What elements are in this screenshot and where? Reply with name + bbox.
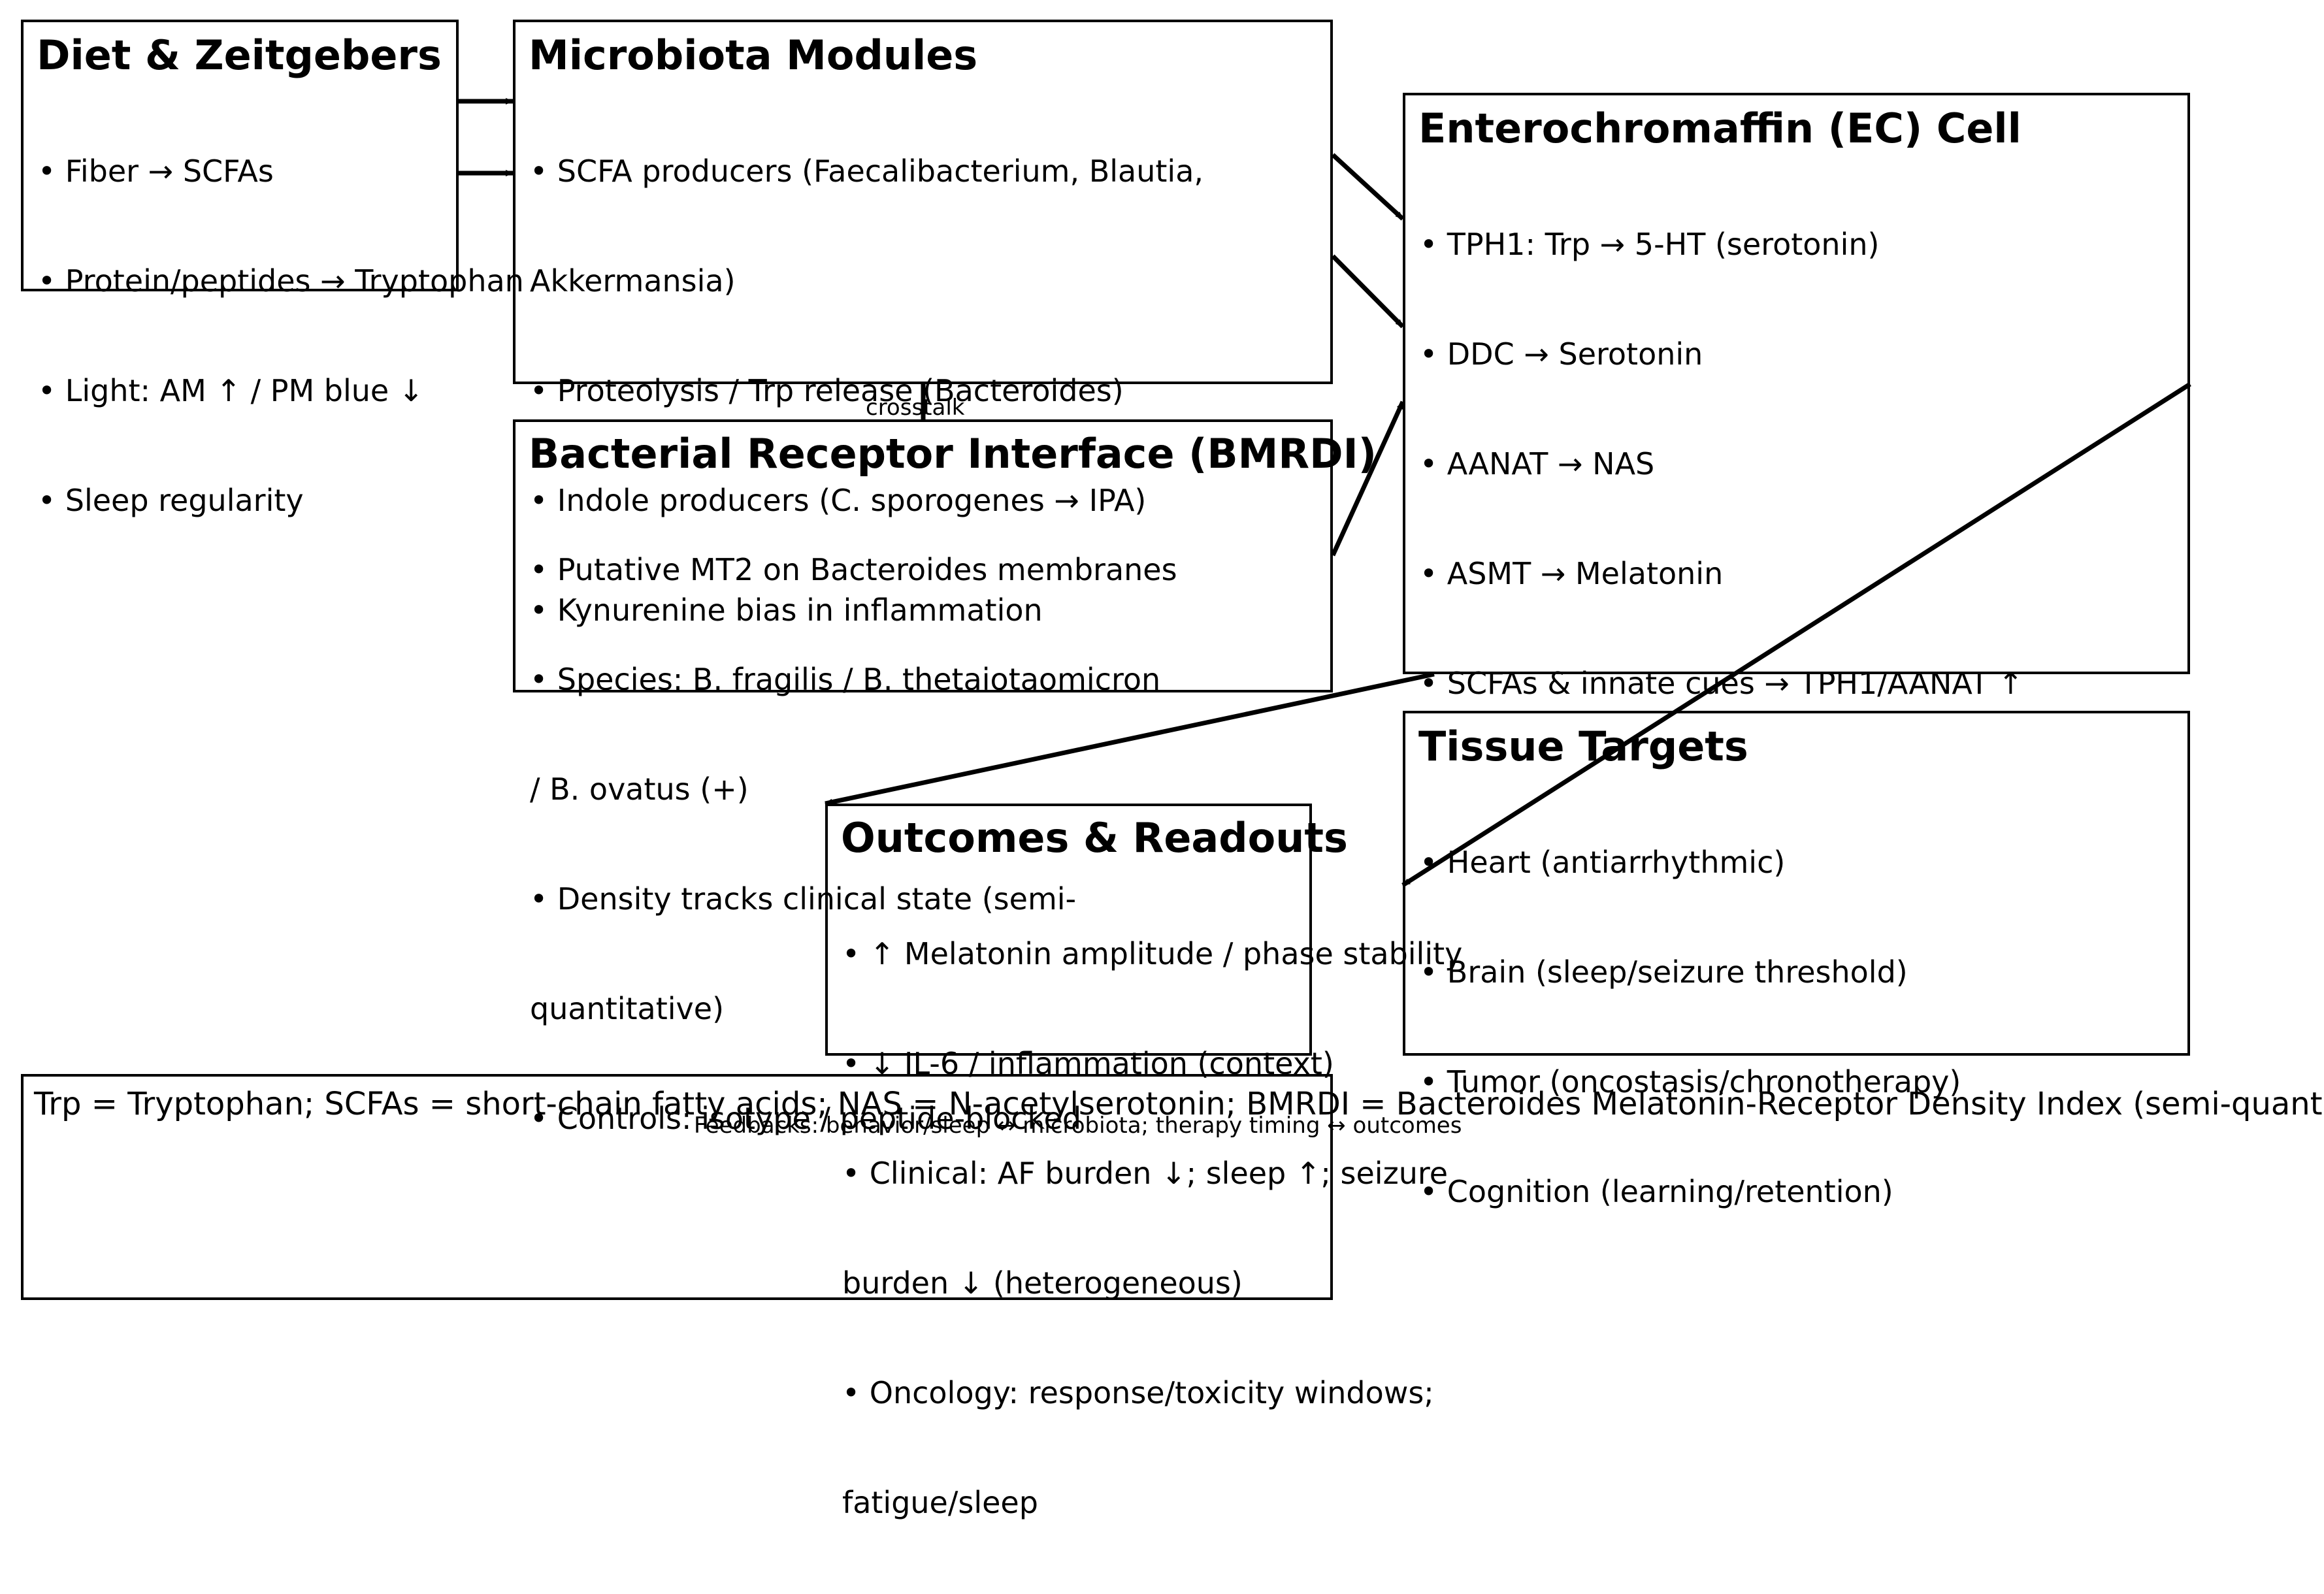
microbiota-line-3: • Proteolysis / Trp release (Bacteroides… — [530, 373, 1124, 408]
feedbacks-note: Feedbacks: behavior/sleep ↔ microbiota; … — [694, 1113, 1462, 1139]
diet-line-1: • Fiber → SCFAs — [38, 154, 274, 189]
legend-box — [21, 1074, 1333, 1300]
tissue-line-2: • Brain (sleep/seizure threshold) — [1420, 954, 1908, 990]
microbiota-modules-title: Microbiota Modules — [529, 31, 978, 79]
arrow-microbiota-to-ec-2 — [1331, 254, 1405, 329]
outcomes-line-3: • Clinical: AF burden ↓; sleep ↑; seizur… — [842, 1156, 1448, 1191]
bmrdi-line-5: quantitative) — [530, 991, 725, 1026]
arrow-ec-to-outcomes — [825, 672, 1435, 806]
tissue-line-1: • Heart (antiarrhythmic) — [1420, 845, 1786, 880]
bmrdi-list: • Putative MT2 on Bacteroides membranes … — [530, 478, 1177, 1210]
outcomes-line-5: • Oncology: response/toxicity windows; — [842, 1375, 1434, 1410]
ec-cell-box: Enterochromaffin (EC) Cell • TPH1: Trp →… — [1403, 93, 2190, 701]
microbiota-line-4: • Indole producers (C. sporogenes → IPA) — [530, 483, 1147, 518]
crosstalk-label: crosstalk — [866, 395, 965, 421]
diet-line-4: • Sleep regularity — [38, 483, 304, 518]
arrow-ec-to-tissue — [1401, 382, 2191, 887]
diet-line-2: • Protein/peptides → Tryptophan — [38, 263, 524, 299]
ec-cell-list: • TPH1: Trp → 5-HT (serotonin) • DDC → S… — [1420, 153, 2023, 775]
tissue-line-4: • Cognition (learning/retention) — [1420, 1174, 1893, 1209]
outcomes-line-1: • ↑ Melatonin amplitude / phase stabilit… — [842, 936, 1463, 971]
microbiota-line-2: Akkermansia) — [530, 263, 736, 299]
tissue-targets-title: Tissue Targets — [1418, 723, 1748, 770]
ec-line-4: • ASMT → Melatonin — [1420, 556, 1724, 591]
microbiota-modules-box: Microbiota Modules • SCFA producers (Fae… — [513, 20, 1333, 628]
diet-zeitgebers-box: Diet & Zeitgebers • Fiber → SCFAs • Prot… — [21, 20, 524, 518]
tissue-targets-box: Tissue Targets • Heart (antiarrhythmic) … — [1403, 711, 2190, 1209]
arrow-bmrdi-to-ec — [1330, 400, 1405, 557]
microbiota-modules-list: • SCFA producers (Faecalibacterium, Blau… — [530, 80, 1203, 702]
ec-cell-title: Enterochromaffin (EC) Cell — [1418, 105, 2021, 152]
diet-line-3: • Light: AM ↑ / PM blue ↓ — [38, 373, 424, 408]
bmrdi-title: Bacterial Receptor Interface (BMRDI) — [529, 430, 1377, 478]
outcomes-line-6: fatigue/sleep — [842, 1485, 1038, 1520]
ec-line-2: • DDC → Serotonin — [1420, 336, 1703, 372]
diet-zeitgebers-list: • Fiber → SCFAs • Protein/peptides → Try… — [38, 80, 524, 592]
ec-line-1: • TPH1: Trp → 5-HT (serotonin) — [1420, 227, 1880, 262]
bmrdi-box: Bacterial Receptor Interface (BMRDI) • P… — [513, 419, 1377, 1136]
bmrdi-line-1: • Putative MT2 on Bacteroides membranes — [530, 552, 1177, 587]
abbreviations-legend: Trp = Tryptophan; SCFAs = short-chain fa… — [34, 1086, 2323, 1122]
tissue-targets-list: • Heart (antiarrhythmic) • Brain (sleep/… — [1420, 771, 1961, 1283]
bmrdi-line-3: / B. ovatus (+) — [530, 772, 749, 807]
bmrdi-line-2: • Species: B. fragilis / B. thetaiotaomi… — [530, 662, 1161, 697]
microbiota-line-1: • SCFA producers (Faecalibacterium, Blau… — [530, 154, 1204, 189]
outcomes-line-4: burden ↓ (heterogeneous) — [842, 1265, 1243, 1301]
ec-line-3: • AANAT → NAS — [1420, 446, 1655, 481]
outcomes-readouts-box: Outcomes & Readouts • ↑ Melatonin amplit… — [825, 804, 1462, 1520]
tissue-line-3: • Tumor (oncostasis/chronotherapy) — [1420, 1064, 1961, 1099]
ec-line-5: • SCFAs & innate cues → TPH1/AANAT ↑ — [1420, 666, 2023, 701]
arrow-microbiota-to-ec-1 — [1331, 153, 1405, 221]
bmrdi-line-4: • Density tracks clinical state (semi- — [530, 881, 1077, 917]
connector-arrows — [459, 98, 2191, 887]
diet-zeitgebers-title: Diet & Zeitgebers — [37, 31, 442, 79]
outcomes-readouts-title: Outcomes & Readouts — [841, 814, 1348, 862]
bmrdi-line-6: • Controls: isotype / peptide-blocked — [530, 1101, 1082, 1136]
microbiota-line-5: • Kynurenine bias in inflammation — [530, 593, 1043, 628]
